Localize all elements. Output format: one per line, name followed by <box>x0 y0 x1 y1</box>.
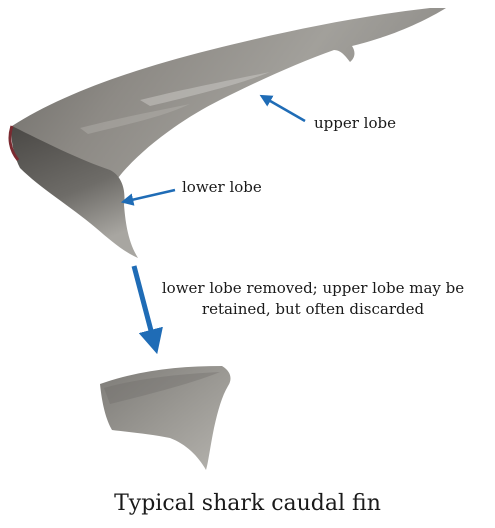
label-lobe-removed: lower lobe removed; upper lobe may be re… <box>142 278 484 320</box>
figure-caption: Typical shark caudal fin <box>0 490 495 518</box>
removed-lower-lobe <box>100 366 230 470</box>
arrow-upper-lobe <box>265 98 305 121</box>
label-upper-lobe: upper lobe <box>314 113 396 134</box>
label-lower-lobe: lower lobe <box>182 177 262 198</box>
label-removed-line-1: lower lobe removed; upper lobe may be <box>142 278 484 299</box>
label-removed-line-2: retained, but often discarded <box>142 299 484 320</box>
arrow-lower-lobe <box>127 190 175 201</box>
